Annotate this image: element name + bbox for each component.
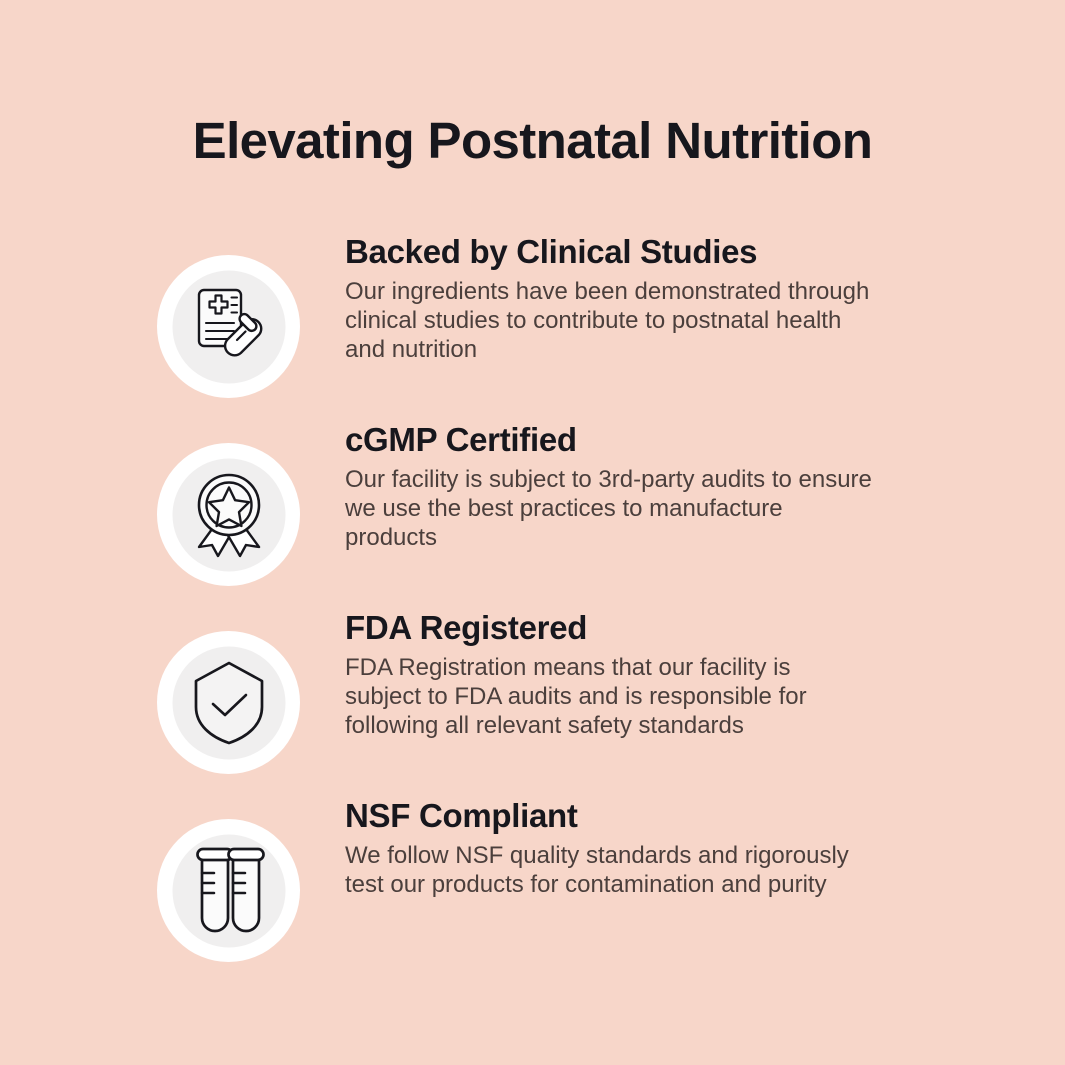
award-medal-star-icon	[157, 443, 300, 586]
page-title: Elevating Postnatal Nutrition	[192, 112, 873, 170]
feature-row: FDA Registered FDA Registration means th…	[0, 608, 1065, 796]
feature-text: FDA Registered FDA Registration means th…	[345, 608, 873, 740]
clipboard-test-tube-icon	[157, 255, 300, 398]
feature-body: FDA Registration means that our facility…	[345, 654, 807, 740]
feature-body: Our facility is subject to 3rd-party aud…	[345, 466, 872, 552]
test-tubes-icon	[157, 819, 300, 962]
feature-heading: cGMP Certified	[345, 421, 577, 458]
feature-heading: NSF Compliant	[345, 797, 578, 834]
feature-row: NSF Compliant We follow NSF quality stan…	[0, 796, 1065, 984]
feature-list: Backed by Clinical Studies Our ingredien…	[0, 232, 1065, 984]
feature-body: We follow NSF quality standards and rigo…	[345, 842, 849, 899]
feature-text: cGMP Certified Our facility is subject t…	[345, 420, 873, 552]
feature-heading: Backed by Clinical Studies	[345, 233, 758, 270]
feature-heading: FDA Registered	[345, 609, 588, 646]
feature-body: Our ingredients have been demonstrated t…	[345, 278, 870, 364]
feature-row: Backed by Clinical Studies Our ingredien…	[0, 232, 1065, 420]
feature-text: NSF Compliant We follow NSF quality stan…	[345, 796, 873, 899]
feature-text: Backed by Clinical Studies Our ingredien…	[345, 232, 873, 364]
shield-check-icon	[157, 631, 300, 774]
feature-row: cGMP Certified Our facility is subject t…	[0, 420, 1065, 608]
